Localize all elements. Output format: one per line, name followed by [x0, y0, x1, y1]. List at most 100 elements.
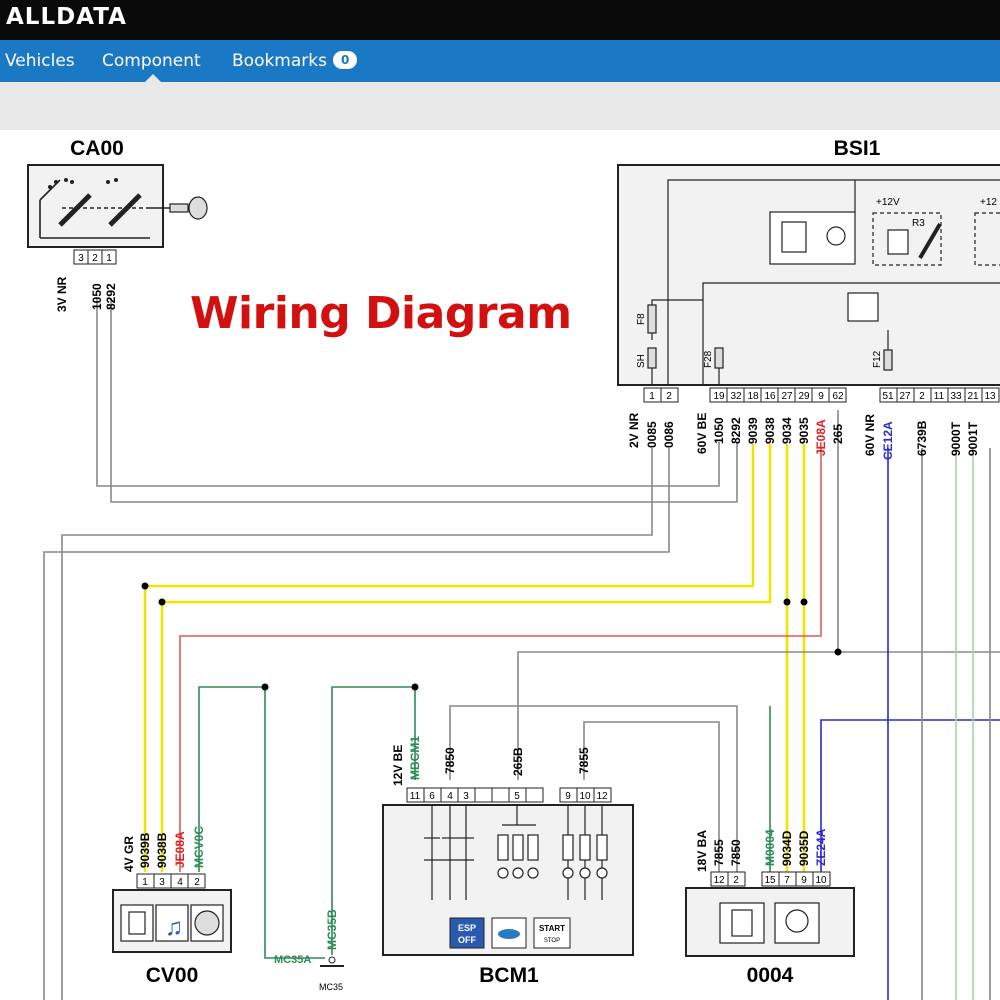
svg-text:9: 9 — [818, 391, 824, 402]
svg-text:0085: 0085 — [645, 421, 659, 448]
wire-0086 — [43, 448, 670, 1000]
svg-text:1: 1 — [649, 391, 655, 402]
svg-text:7: 7 — [784, 875, 790, 886]
key-icon — [169, 196, 208, 220]
top-bar: ALLDATA — [0, 0, 1000, 40]
svg-text:F28: F28 — [703, 350, 714, 368]
alldata-logo[interactable]: ALLDATA — [6, 4, 127, 30]
bsi1-connector-a-label: 2V NR — [627, 412, 641, 448]
diagram-title: Wiring Diagram — [190, 288, 572, 339]
splice-points — [141, 582, 842, 691]
wire-0085 — [61, 448, 653, 1000]
svg-text:M0004: M0004 — [763, 829, 777, 866]
svg-text:8292: 8292 — [104, 283, 118, 310]
svg-text:21: 21 — [967, 391, 979, 402]
svg-text:62: 62 — [832, 391, 844, 402]
wire-mbcm1 — [331, 686, 416, 955]
svg-text:9038B: 9038B — [155, 832, 169, 868]
svg-text:18: 18 — [747, 391, 759, 402]
svg-text:10: 10 — [815, 875, 827, 886]
bsi1-connector-b-label: 60V BE — [695, 413, 709, 454]
nav-component[interactable]: Component — [102, 51, 201, 71]
svg-text:265B: 265B — [511, 747, 525, 776]
svg-text:12: 12 — [596, 791, 608, 802]
nav-bar: Vehicles Component Bookmarks 0 — [0, 40, 1000, 82]
splice-mc35a: MC35A — [274, 954, 311, 966]
svg-text:6: 6 — [429, 791, 435, 802]
svg-text:4: 4 — [447, 791, 453, 802]
wire-9039 — [143, 444, 755, 872]
wire-je08a — [179, 448, 822, 872]
svg-text:1050: 1050 — [90, 283, 104, 310]
active-tab-indicator — [145, 74, 161, 82]
wire-1050 — [96, 298, 720, 487]
svg-text:16: 16 — [764, 391, 776, 402]
cv00-name: CV00 — [146, 964, 199, 987]
svg-text:32: 32 — [730, 391, 742, 402]
nav-vehicles[interactable]: Vehicles — [5, 51, 75, 71]
wires — [43, 298, 1000, 1000]
svg-text:F12: F12 — [872, 350, 883, 368]
svg-text:2: 2 — [92, 253, 98, 264]
svg-text:11: 11 — [410, 791, 421, 802]
svg-text:12: 12 — [713, 875, 725, 886]
svg-text:7855: 7855 — [712, 839, 726, 866]
svg-text:F8: F8 — [636, 313, 647, 325]
svg-text:6739B: 6739B — [915, 420, 929, 456]
toolbar-strip — [0, 82, 1000, 130]
bsi1-connector-c-label: 60V NR — [863, 414, 877, 456]
wire-8292 — [110, 298, 738, 503]
svg-text:3: 3 — [159, 877, 165, 888]
svg-text:ZE24A: ZE24A — [814, 828, 828, 866]
nav-bookmarks[interactable]: Bookmarks 0 — [232, 51, 358, 71]
wire-265 — [517, 410, 839, 780]
svg-text:R3: R3 — [912, 218, 925, 229]
svg-text:1: 1 — [142, 877, 148, 888]
svg-text:13: 13 — [984, 391, 996, 402]
svg-text:ESP: ESP — [458, 923, 476, 933]
svg-text:4: 4 — [177, 877, 183, 888]
component-bsi1: BSI1 +12V +12 R3 F8 — [617, 137, 1000, 460]
svg-text:3: 3 — [463, 791, 469, 802]
svg-text:33: 33 — [950, 391, 962, 402]
svg-text:9035: 9035 — [797, 417, 811, 444]
nav-bookmarks-label: Bookmarks — [232, 51, 327, 71]
start-stop-button: START STOP — [533, 917, 571, 949]
c0004-name: 0004 — [747, 964, 794, 987]
ca00-connector-label: 3V NR — [55, 276, 69, 312]
svg-text:STOP: STOP — [544, 938, 560, 944]
svg-text:11: 11 — [934, 391, 945, 402]
svg-text:1: 1 — [106, 253, 112, 264]
svg-text:2: 2 — [919, 391, 925, 402]
svg-text:7855: 7855 — [577, 747, 591, 774]
svg-text:START: START — [539, 924, 565, 933]
svg-text:MCV0C: MCV0C — [192, 826, 206, 868]
svg-text:15: 15 — [764, 875, 776, 886]
svg-text:9039B: 9039B — [138, 832, 152, 868]
music-note-icon: ♫ — [165, 914, 183, 941]
ground-mc35: MC35A MC35B MC35 — [274, 909, 344, 992]
svg-text:9039: 9039 — [746, 417, 760, 444]
svg-text:19: 19 — [713, 391, 725, 402]
bookmarks-count-badge: 0 — [332, 51, 358, 69]
wiring-diagram: CA00 3 2 1 3V NR 1050 8292 BSI — [27, 137, 1000, 1000]
svg-text:OFF: OFF — [458, 935, 476, 945]
svg-text:29: 29 — [798, 391, 810, 402]
svg-text:SH: SH — [636, 354, 647, 368]
svg-text:+12: +12 — [980, 197, 997, 208]
svg-text:7850: 7850 — [443, 747, 457, 774]
bsi1-name: BSI1 — [834, 137, 881, 160]
wire-ze24a — [820, 719, 1000, 872]
svg-text:9: 9 — [565, 791, 571, 802]
svg-text:7850: 7850 — [729, 839, 743, 866]
cv00-connector-label: 4V GR — [122, 836, 136, 872]
wire-9038 — [160, 444, 772, 872]
svg-text:27: 27 — [899, 391, 911, 402]
svg-text:+12V: +12V — [876, 197, 900, 208]
ca00-connector: 3 2 1 — [73, 249, 117, 265]
svg-text:JE08A: JE08A — [173, 831, 187, 868]
